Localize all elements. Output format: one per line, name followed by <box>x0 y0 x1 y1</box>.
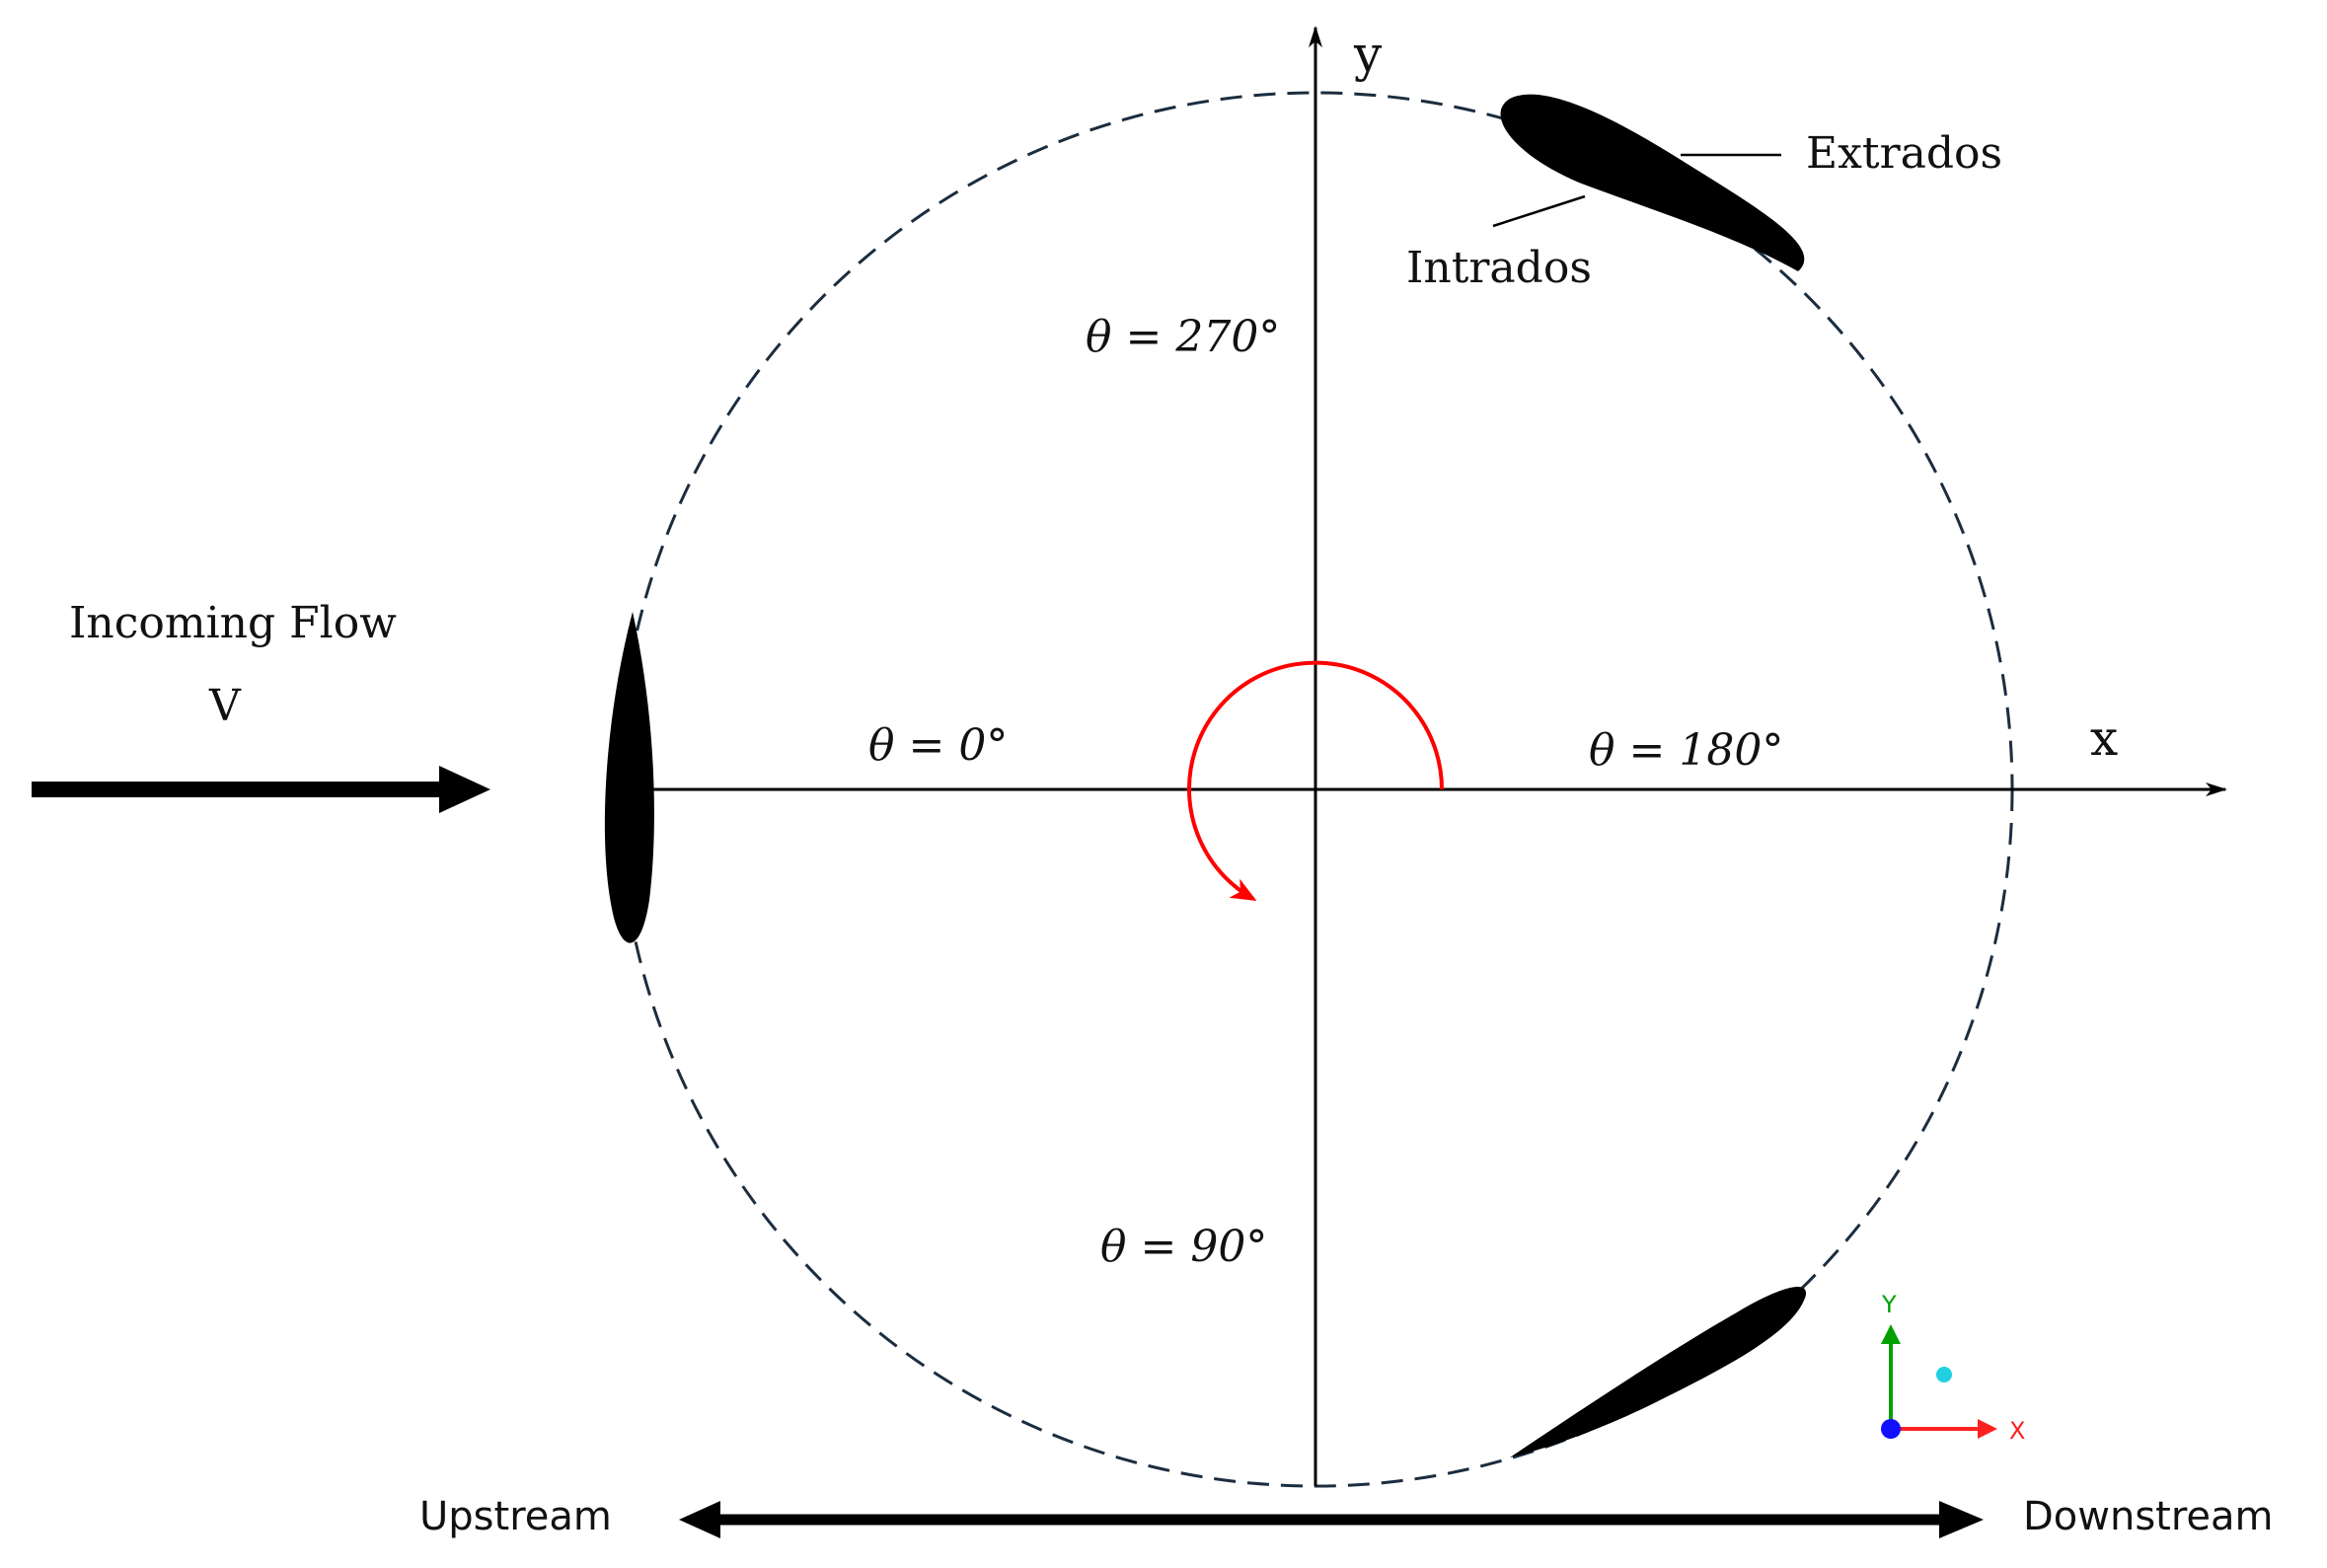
triad-y-label: Y <box>1881 1291 1897 1318</box>
triad-y-arrowhead <box>1881 1324 1901 1344</box>
intrados-label: Intrados <box>1406 243 1592 293</box>
triad-x-label: X <box>2009 1417 2025 1445</box>
y-axis-label: y <box>1353 26 1383 83</box>
upstream-label: Upstream <box>419 1494 612 1539</box>
blade-top-right <box>1500 94 1805 271</box>
theta-0-label: θ = 0° <box>868 720 1008 771</box>
theta-270-label: θ = 270° <box>1086 312 1280 362</box>
theta-180-label: θ = 180° <box>1589 725 1783 776</box>
velocity-symbol: V <box>208 681 242 731</box>
stream-arrowhead-left <box>679 1501 720 1538</box>
stream-arrowhead-right <box>1939 1501 1984 1538</box>
downstream-label: Downstream <box>2023 1494 2274 1539</box>
intrados-leader-line <box>1492 194 1586 228</box>
triad-point <box>1936 1367 1952 1382</box>
incoming-flow-label: Incoming Flow <box>69 598 397 648</box>
x-axis-label: x <box>2090 709 2118 767</box>
triad-origin-z <box>1881 1419 1901 1439</box>
rotation-direction-arrow <box>1187 660 1445 901</box>
incoming-flow-arrowhead <box>439 766 490 813</box>
extrados-label: Extrados <box>1806 128 2002 179</box>
triad-x-arrowhead <box>1978 1419 1997 1439</box>
blade-bottom-right <box>1510 1286 1807 1457</box>
coordinate-triad-icon: Y X <box>1881 1291 2025 1445</box>
blade-theta-0 <box>604 612 654 943</box>
theta-90-label: θ = 90° <box>1100 1222 1267 1272</box>
